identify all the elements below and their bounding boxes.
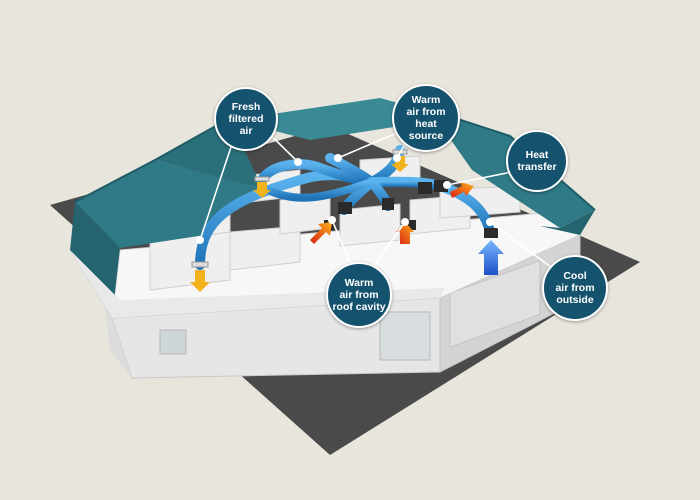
callout-heat-transfer: Heat transfer [506, 130, 568, 192]
cool-air-arrow [478, 240, 504, 275]
callout-label: Heat transfer [517, 149, 557, 173]
front-window [379, 311, 431, 361]
callout-label: Fresh filtered air [228, 101, 264, 137]
callout-warm-air-heat-source: Warm air from heat source [392, 84, 460, 152]
callout-cool-air-outside: Cool air from outside [542, 255, 608, 321]
left-wall [100, 262, 132, 378]
front-window [159, 329, 187, 355]
callout-label: Warm air from roof cavity [332, 277, 386, 313]
callout-warm-air-roof-cavity: Warm air from roof cavity [326, 262, 392, 328]
callout-label: Warm air from heat source [406, 94, 446, 142]
interior-walls [149, 155, 521, 291]
leader-dots [196, 154, 494, 244]
callout-fresh-filtered-air: Fresh filtered air [214, 87, 278, 151]
garage-door [449, 259, 541, 348]
callout-label: Cool air from outside [555, 270, 595, 306]
